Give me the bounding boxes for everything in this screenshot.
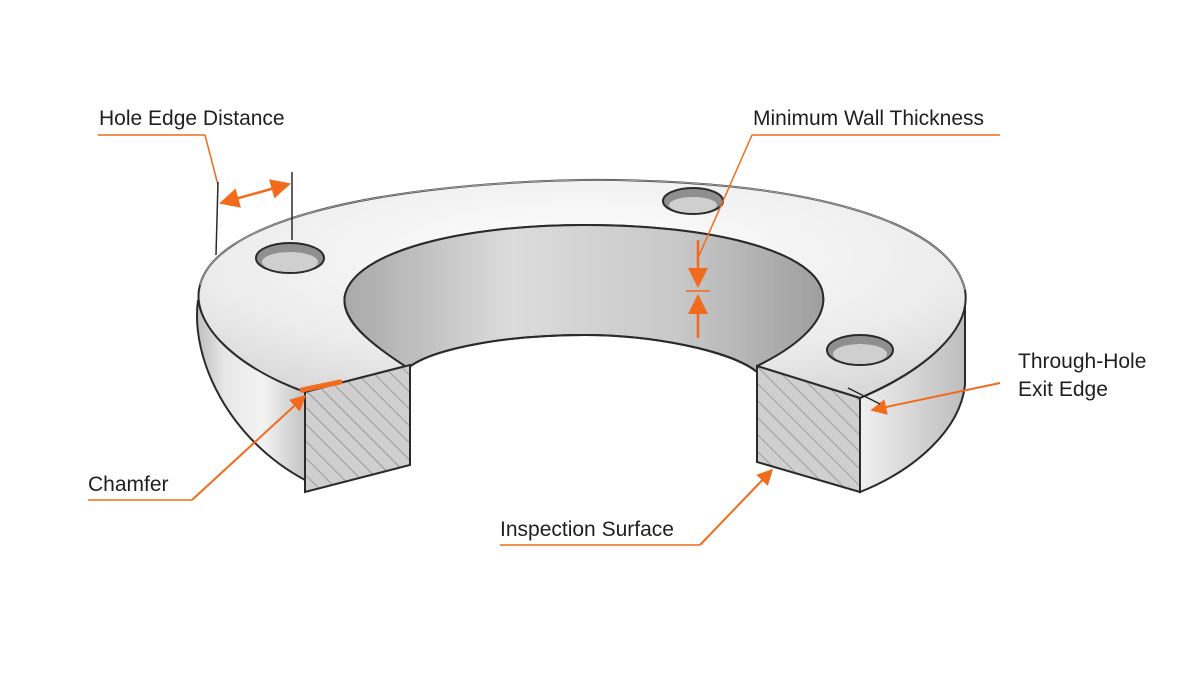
callout-inspection-surface: Inspection Surface	[500, 468, 774, 546]
chamfer-highlight	[299, 379, 343, 393]
label-through-hole-line2: Exit Edge	[1018, 378, 1108, 401]
label-inspection-surface: Inspection Surface	[500, 518, 674, 541]
bolt-hole-top	[662, 187, 724, 215]
label-hole-edge-distance: Hole Edge Distance	[99, 107, 285, 130]
callout-hole-edge-distance: Hole Edge Distance	[98, 107, 293, 256]
label-minimum-wall-thickness: Minimum Wall Thickness	[753, 107, 984, 130]
label-chamfer: Chamfer	[88, 473, 169, 496]
callout-minimum-wall-thickness: Minimum Wall Thickness	[686, 107, 1000, 338]
left-section-face	[304, 363, 411, 494]
right-section-face	[756, 364, 861, 494]
flange-body	[196, 178, 967, 494]
callout-chamfer: Chamfer	[88, 394, 307, 501]
outer-chamfer-band	[199, 179, 966, 291]
bore-bottom-edge	[407, 333, 758, 373]
bore-inner-wall	[343, 223, 825, 375]
callout-through-hole-exit-edge: Through-Hole Exit Edge	[847, 350, 1146, 415]
bolt-hole-right	[826, 334, 894, 366]
bore-top-edge	[344, 224, 823, 296]
bolt-hole-left	[255, 242, 325, 274]
label-through-hole-line1: Through-Hole	[1018, 350, 1146, 373]
